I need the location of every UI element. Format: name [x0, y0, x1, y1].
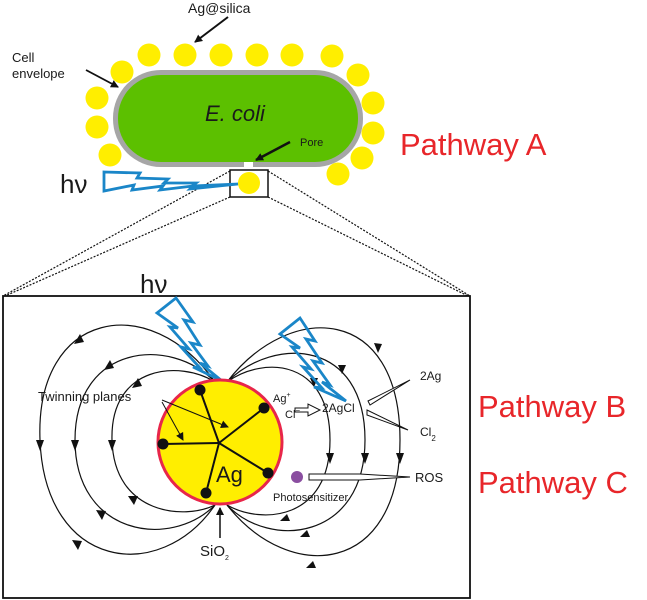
- agcl-label: 2AgCl: [322, 401, 355, 415]
- field-arrow: [128, 496, 138, 505]
- two-ag-arrow: [367, 379, 411, 406]
- twinning-node: [262, 467, 274, 479]
- ag-silica-particle: [110, 60, 134, 84]
- zoomed-panel: hν Twinning planes Ag Ag+ Cl− 2AgCl 2Ag …: [2, 269, 471, 599]
- twinning-plane-line: [205, 442, 220, 494]
- ag-silica-particle: [209, 43, 233, 67]
- ag-silica-particle: [85, 86, 109, 110]
- field-arrow: [306, 561, 316, 568]
- ag-silica-particle: [350, 146, 374, 170]
- field-arrow: [36, 440, 44, 451]
- ecoli-panel: Ag@silica Cell envelope E. coli Pore hν: [2, 0, 471, 297]
- ag-silica-particle: [320, 44, 344, 68]
- pore-label: Pore: [300, 137, 323, 149]
- ag-silica-particle: [98, 143, 122, 167]
- sio2-label: SiO2: [200, 543, 229, 562]
- twinning-plane-line: [162, 442, 220, 445]
- pathway-c-label: Pathway C: [478, 465, 628, 500]
- cl2-arrow: [366, 409, 409, 431]
- ecoli-label: E. coli: [205, 101, 266, 126]
- ros-arrow: [308, 473, 411, 481]
- zoom-lines: [2, 170, 471, 297]
- twinning-pointer: [161, 399, 229, 429]
- ecoli-cell: [118, 75, 358, 162]
- ag-silica-particle: [280, 43, 304, 67]
- hv-label-bottom: hν: [140, 269, 167, 299]
- field-arrow: [326, 453, 334, 464]
- cl2-label: Cl2: [420, 425, 436, 443]
- ag-silica-particle: [137, 43, 161, 67]
- ag-silica-particles: [85, 43, 385, 194]
- field-arrow: [361, 453, 369, 464]
- field-arrow: [108, 440, 116, 451]
- field-line: [226, 366, 331, 516]
- field-arrow: [300, 530, 310, 537]
- cell-envelope-arrow: [85, 69, 119, 88]
- ag-silica-particle: [346, 63, 370, 87]
- ag-silica-particle: [245, 43, 269, 67]
- twinning-plane-line: [218, 442, 269, 474]
- reaction-arrow: [294, 403, 322, 417]
- field-line: [226, 352, 366, 532]
- ag-silica-particle: [326, 162, 350, 186]
- pore-arrow: [255, 140, 291, 162]
- twinning-node: [200, 487, 212, 499]
- twinning-plane-line: [199, 389, 220, 444]
- twinning-plane-nodes: [157, 384, 274, 499]
- twinning-node: [157, 438, 169, 450]
- twinning-planes-label: Twinning planes: [38, 389, 132, 404]
- twinning-planes: [162, 389, 269, 494]
- cl-ion-label: Cl−: [285, 406, 300, 421]
- light-bolt-icon: [277, 315, 347, 403]
- field-arrow: [338, 365, 346, 374]
- field-arrow: [280, 514, 290, 521]
- hv-label-top: hν: [60, 169, 87, 199]
- field-lines-right: [226, 327, 401, 557]
- field-arrow: [71, 440, 79, 451]
- field-arrow: [96, 510, 106, 520]
- zoom-line: [4, 196, 231, 297]
- field-arrow: [374, 343, 382, 353]
- pore: [244, 162, 253, 168]
- cell-envelope-label: Cell: [12, 50, 35, 65]
- field-arrow: [104, 360, 114, 370]
- light-bolt-icon: [154, 295, 223, 383]
- zoom-line: [267, 170, 471, 297]
- twinning-pointer: [161, 401, 184, 441]
- two-ag-label: 2Ag: [420, 369, 441, 383]
- ag-silica-particle: [361, 91, 385, 115]
- twinning-plane-line: [218, 407, 265, 444]
- ag-silica-label: Ag@silica: [188, 0, 251, 16]
- ag-silica-particle: [173, 43, 197, 67]
- ag-silica-particle: [361, 121, 385, 145]
- ag-ion-label: Ag+: [273, 392, 291, 405]
- pathway-b-label: Pathway B: [478, 389, 626, 424]
- pathway-a-label: Pathway A: [400, 127, 547, 162]
- ag-core-label: Ag: [216, 462, 243, 487]
- ag-silica-particle: [85, 115, 109, 139]
- field-arrow: [72, 540, 82, 550]
- ros-label: ROS: [415, 470, 444, 485]
- twinning-node: [194, 384, 206, 396]
- zoom-line: [267, 196, 469, 297]
- field-arrow: [74, 334, 84, 344]
- field-line: [226, 327, 401, 557]
- photosensitizer-label: Photosensitizer: [273, 492, 349, 504]
- field-arrow: [132, 378, 142, 388]
- photosensitizer-dot: [291, 471, 303, 483]
- light-bolt-icon: [102, 170, 239, 193]
- twinning-node: [258, 402, 270, 414]
- field-arrows: [36, 334, 404, 568]
- ag-silica-arrow: [194, 16, 229, 43]
- field-arrow: [396, 453, 404, 464]
- ag-silica-particle-highlighted: [238, 172, 260, 194]
- zoom-line: [2, 170, 231, 297]
- cell-envelope-label-2: envelope: [12, 66, 65, 81]
